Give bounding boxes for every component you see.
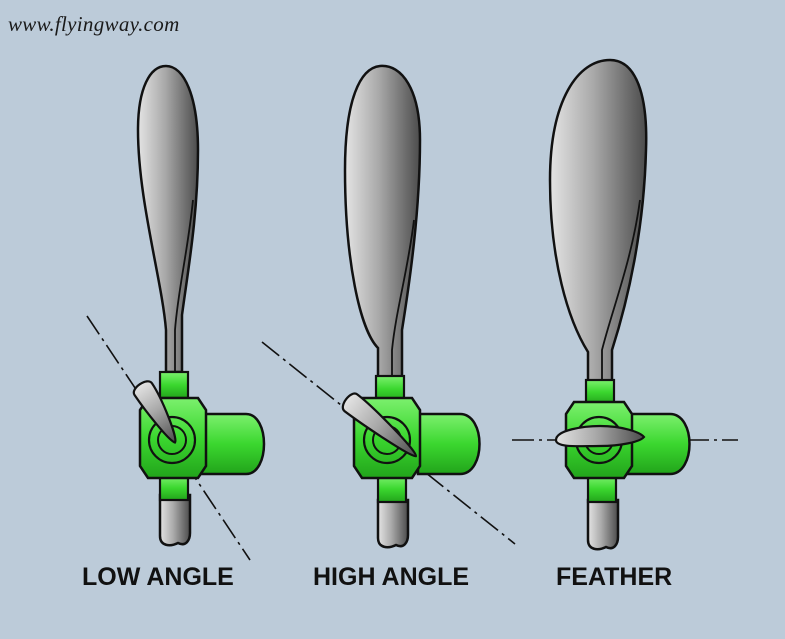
feather-collar-bottom	[586, 474, 618, 504]
feather-blade	[548, 58, 648, 384]
feather-airfoil	[554, 424, 646, 448]
high-collar-bottom	[376, 474, 408, 504]
high-spinner	[416, 412, 481, 476]
caption-high-angle: HIGH ANGLE	[313, 563, 470, 591]
low-spinner	[198, 412, 266, 476]
low-blade	[136, 64, 200, 374]
high-blade	[343, 64, 422, 380]
feather-propeller	[512, 58, 738, 551]
low-angle-propeller	[86, 64, 266, 561]
high-blade-edge	[391, 219, 415, 378]
high-angle-propeller	[261, 64, 516, 549]
caption-feather: FEATHER	[556, 563, 673, 591]
feather-blade-edge	[601, 199, 641, 382]
low-blade-edge	[174, 199, 194, 372]
low-airfoil	[132, 380, 177, 444]
high-airfoil	[341, 392, 417, 458]
low-collar-top	[158, 370, 190, 400]
feather-collar-top	[584, 378, 616, 406]
watermark: www.flyingway.com	[8, 12, 180, 36]
high-hub-ring	[362, 415, 412, 465]
caption-low-angle: LOW ANGLE	[82, 563, 234, 591]
low-hub-ring	[147, 415, 197, 465]
high-shank	[376, 498, 410, 549]
low-collar-bottom	[158, 474, 190, 502]
feather-shank	[586, 498, 620, 551]
low-shank	[158, 493, 192, 547]
feather-spinner	[626, 412, 691, 476]
